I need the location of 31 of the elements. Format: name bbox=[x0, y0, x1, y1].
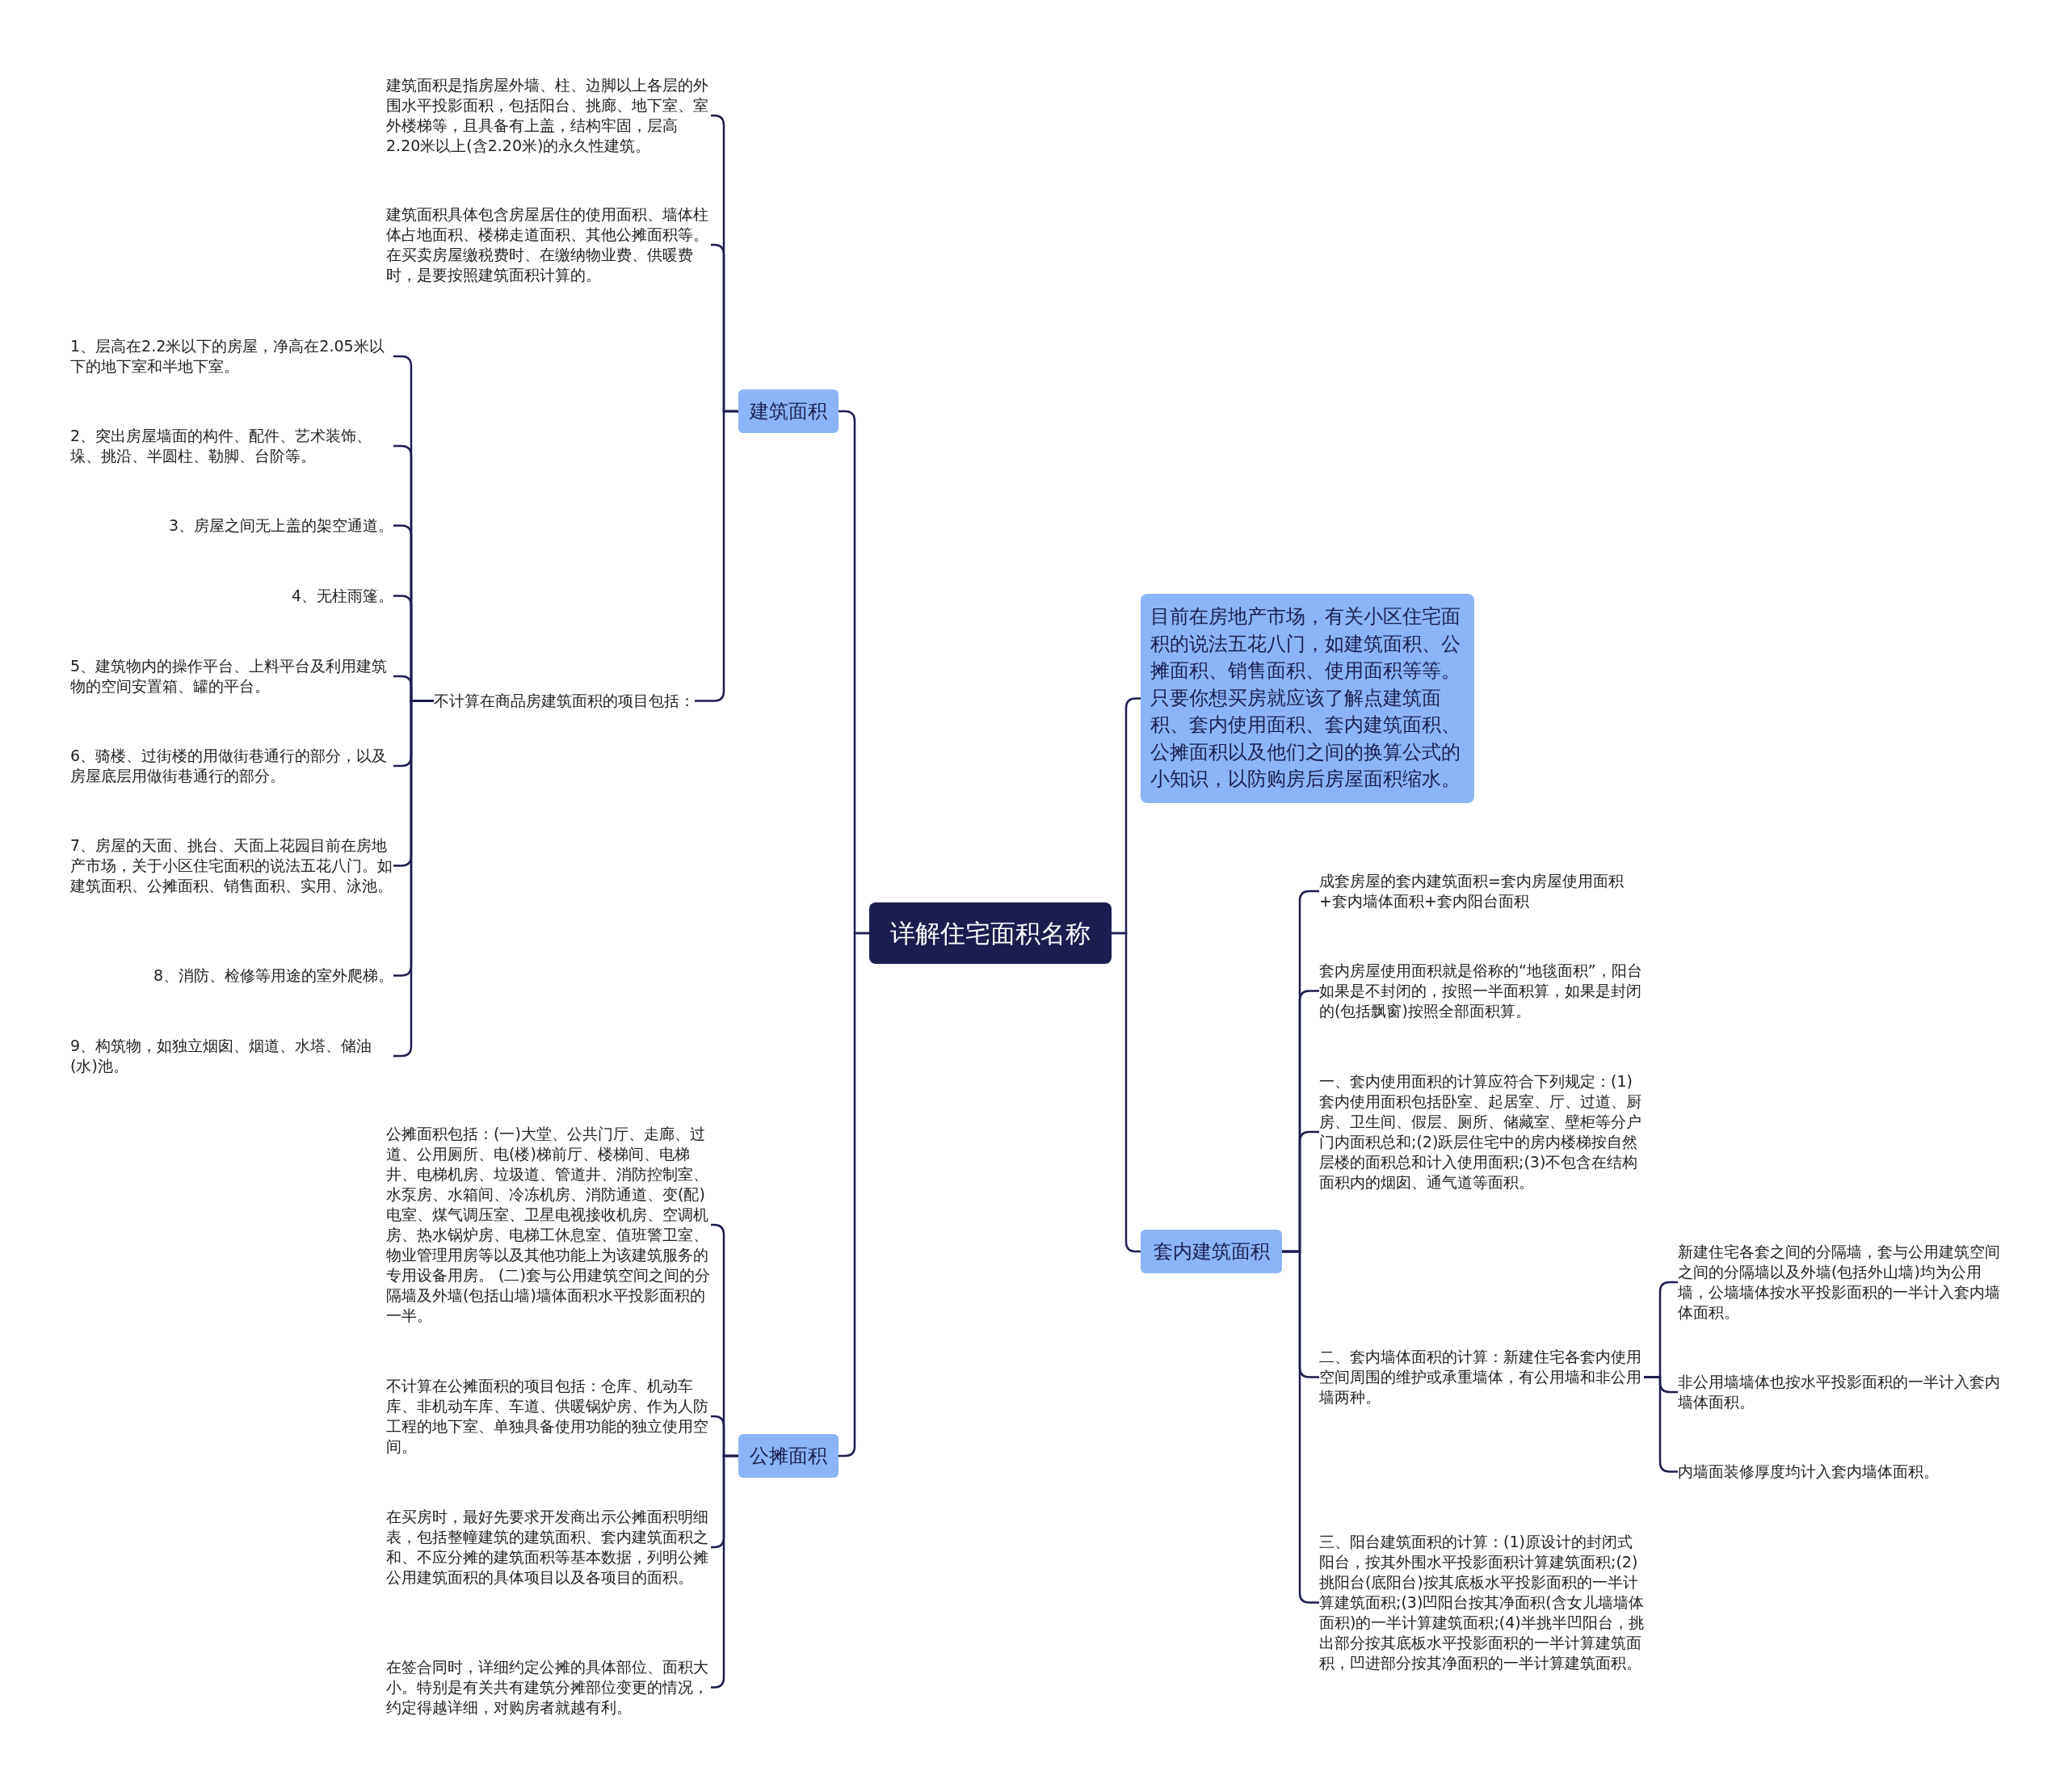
topic-text: 三、阳台建筑面积的计算：(1)原设计的封闭式阳台，按其外围水平投影面积计算建筑面积;(2)挑阳台(底阳台)按其底板水平投影面积的一半计算建筑面积;(3)凹阳台按其净面积(含女儿墙墙体面积)的一半计算建筑面积;(4)半挑半凹阳台，挑出部分按其底板水平投影面积的一半计算建筑面积，凹进部分按其净面积的一半计算建筑面积。 bbox=[1319, 1532, 1644, 1673]
topic-text: 9、构筑物，如独立烟囱、烟道、水塔、储油(水)池。 bbox=[70, 1036, 393, 1076]
topic-text: 不计算在商品房建筑面积的项目包括： bbox=[434, 691, 695, 711]
central-topic: 详解住宅面积名称 bbox=[869, 902, 1112, 964]
topic-text: 6、骑楼、过街楼的用做街巷通行的部分，以及房屋底层用做街巷通行的部分。 bbox=[70, 746, 393, 786]
topic-text: 7、房屋的天面、挑台、天面上花园目前在房地产市场，关于小区住宅面积的说法五花八门。如建筑面积、公摊面积、销售面积、实用、泳池。 bbox=[70, 835, 393, 896]
topic-text: 5、建筑物内的操作平台、上料平台及利用建筑物的空间安置箱、罐的平台。 bbox=[70, 656, 393, 696]
topic-text: 非公用墙墙体也按水平投影面积的一半计入套内墙体面积。 bbox=[1678, 1372, 2003, 1412]
topic-box: 公摊面积 bbox=[738, 1434, 839, 1478]
topic-text: 套内房屋使用面积就是俗称的“地毯面积”，阳台如果是不封闭的，按照一半面积算，如果是封闭的(包括飘窗)按照全部面积算。 bbox=[1319, 961, 1644, 1021]
connector-line bbox=[695, 410, 738, 702]
topic-text: 建筑面积具体包含房屋居住的使用面积、墙体柱体占地面积、楼梯走道面积、其他公摊面积等。在买卖房屋缴税费时、在缴纳物业费、供暖费时，是要按照建筑面积计算的。 bbox=[386, 204, 711, 285]
topic-text: 成套房屋的套内建筑面积=套内房屋使用面积+套内墙体面积+套内阳台面积 bbox=[1319, 871, 1644, 911]
topic-text: 建筑面积是指房屋外墙、柱、边脚以上各层的外围水平投影面积，包括阳台、挑廊、地下室、室外楼梯等，且具备有上盖，结构牢固，层高2.20米以上(含2.20米)的永久性建筑。 bbox=[386, 75, 711, 156]
topic-text: 在签合同时，详细约定公摊的具体部位、面积大小。特别是有关共有建筑分摊部位变更的情况，约定得越详细，对购房者就越有利。 bbox=[386, 1657, 711, 1718]
topic-text: 2、突出房屋墙面的构件、配件、艺术装饰、垛、挑沿、半圆柱、勒脚、台阶等。 bbox=[70, 426, 393, 466]
topic-text: 4、无柱雨篷。 bbox=[291, 586, 393, 606]
topic-text: 新建住宅各套之间的分隔墙，套与公用建筑空间之间的分隔墙以及外墙(包括外山墙)均为公用墙，公墙墙体按水平投影面积的一半计入套内墙体面积。 bbox=[1678, 1242, 2003, 1323]
topic-text: 1、层高在2.2米以下的房屋，净高在2.05米以下的地下室和半地下室。 bbox=[70, 336, 393, 376]
topic-box: 套内建筑面积 bbox=[1141, 1230, 1282, 1273]
topic-text: 在买房时，最好先要求开发商出示公摊面积明细表，包括整幢建筑的建筑面积、套内建筑面积之和、不应分摊的建筑面积等基本数据，列明公摊公用建筑面积的具体项目以及各项目的面积。 bbox=[386, 1507, 711, 1588]
topic-text: 3、房屋之间无上盖的架空通道。 bbox=[168, 515, 393, 536]
topic-text: 二、套内墙体面积的计算：新建住宅各套内使用空间周围的维护或承重墙体，有公用墙和非公用墙两种。 bbox=[1319, 1347, 1644, 1407]
topic-box: 建筑面积 bbox=[738, 389, 839, 433]
topic-text: 公摊面积包括：(一)大堂、公共门厅、走廊、过道、公用厕所、电(楼)梯前厅、楼梯间、电梯井、电梯机房、垃圾道、管道井、消防控制室、水泵房、水箱间、冷冻机房、消防通道、变(配)电室、煤气调压室、卫星电视接收机房、空调机房、热水锅炉房、电梯工休息室、值班警卫室、物业管理用房等以及其他功能上为该建筑服务的专用设备用房。 (二)套与公用建筑空间之间的分隔墙及外墙(包括山墙)墙体面积水平投影面积的一半。 bbox=[386, 1124, 711, 1326]
note-box: 目前在房地产市场，有关小区住宅面积的说法五花八门，如建筑面积、公摊面积、销售面积、使用面积等等。只要你想买房就应该了解点建筑面积、套内使用面积、套内建筑面积、公摊面积以及他们之间的换算公式的小知识，以防购房后房屋面积缩水。 bbox=[1141, 594, 1474, 803]
topic-text: 不计算在公摊面积的项目包括：仓库、机动车库、非机动车库、车道、供暖锅炉房、作为人防工程的地下室、单独具备使用功能的独立使用空间。 bbox=[386, 1376, 711, 1457]
topic-text: 一、套内使用面积的计算应符合下列规定：(1)套内使用面积包括卧室、起居室、厅、过道、厨房、卫生间、假层、厕所、储藏室、壁柜等分户门内面积总和;(2)跃层住宅中的房内楼梯按自然层楼的面积总和计入使用面积;(3)不包含在结构面积内的烟囱、通气道等面积。 bbox=[1319, 1071, 1644, 1193]
topic-text: 内墙面装修厚度均计入套内墙体面积。 bbox=[1678, 1462, 1939, 1482]
connector-line bbox=[1112, 932, 1141, 1253]
topic-text: 8、消防、检修等用途的室外爬梯。 bbox=[153, 965, 393, 986]
